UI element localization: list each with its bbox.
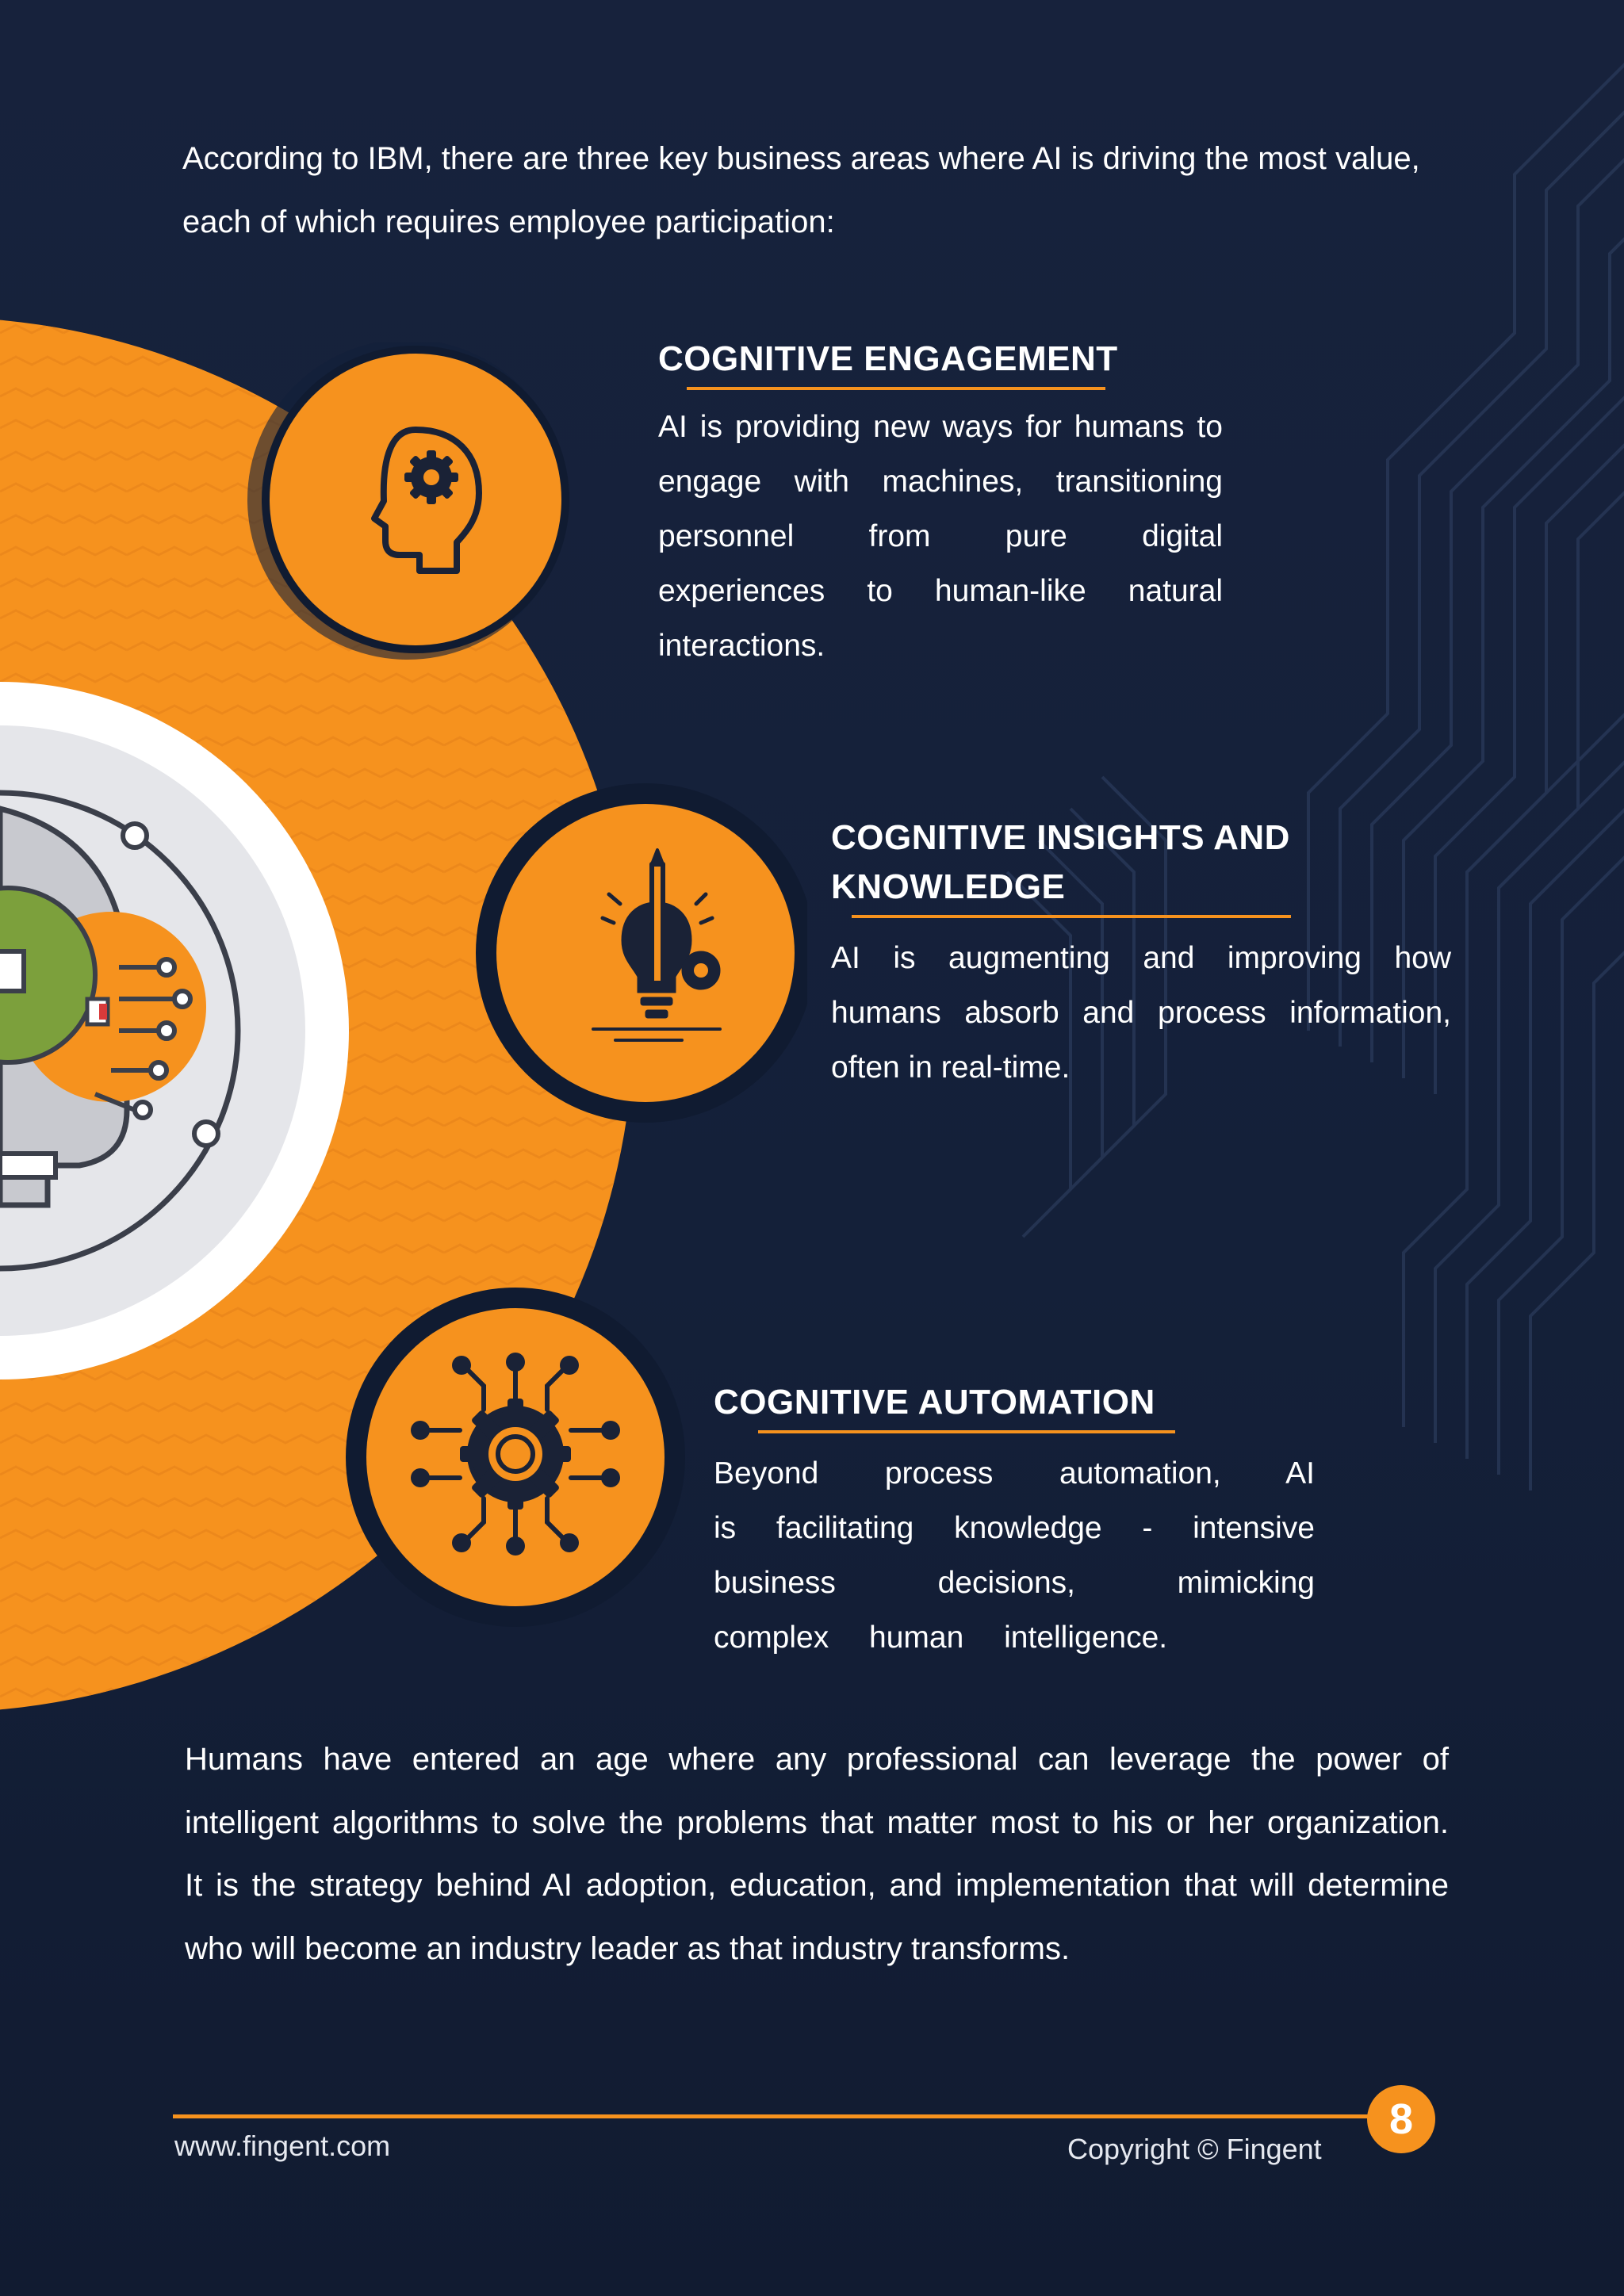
body-line: Beyond process automation, AI [714, 1456, 1315, 1490]
body-line: experiences to human-like natural [658, 574, 1223, 608]
cognitive-insights-badge [476, 783, 807, 1123]
footer-website-link[interactable]: www.fingent.com [174, 2130, 391, 2162]
title-underline [758, 1430, 1175, 1433]
circuit-background [1005, 63, 1624, 1490]
body-line: engage with machines, transitioning [658, 465, 1223, 499]
section-body: AI is augmenting and improving how human… [831, 931, 1451, 1095]
body-line: often in real-time. [831, 1050, 1071, 1085]
gear-network-icon [411, 1353, 620, 1556]
section-body: Beyond process automation, AI is facilit… [714, 1446, 1315, 1665]
body-line: business decisions, mimicking [714, 1566, 1315, 1600]
section-cognitive-insights: COGNITIVE INSIGHTS AND KNOWLEDGE AI is a… [831, 813, 1457, 1095]
section-title: KNOWLEDGE [831, 867, 1066, 906]
section-cognitive-automation: COGNITIVE AUTOMATION Beyond process auto… [714, 1378, 1324, 1665]
head-gear-icon [371, 427, 482, 574]
cognitive-engagement-badge [247, 342, 569, 660]
cognitive-automation-badge [346, 1288, 685, 1627]
section-title: COGNITIVE AUTOMATION [714, 1383, 1155, 1422]
closing-line: Humans have entered an age where any pro… [185, 1742, 1449, 1777]
section-title: COGNITIVE ENGAGEMENT [658, 339, 1118, 378]
section-cognitive-engagement: COGNITIVE ENGAGEMENT AI is providing new… [658, 335, 1229, 673]
body-line: interactions. [658, 629, 825, 663]
title-underline [852, 915, 1291, 918]
footer-copyright: Copyright © Fingent [1067, 2133, 1322, 2165]
closing-line: who will become an industry leader as th… [185, 1931, 1071, 1966]
body-line: AI is providing new ways for humans to [658, 410, 1223, 444]
body-line: complex human intelligence. [714, 1621, 1168, 1655]
body-line: humans absorb and process information, [831, 996, 1451, 1030]
footer-rule [173, 2114, 1394, 2118]
closing-line: intelligent algorithms to solve the prob… [185, 1804, 1449, 1840]
page-number-badge: 8 [1367, 2085, 1435, 2153]
intro-paragraph: According to IBM, there are three key bu… [182, 127, 1451, 254]
title-underline [687, 387, 1105, 390]
section-body: AI is providing new ways for humans to e… [658, 400, 1223, 673]
intro-line: each of which requires employee particip… [182, 205, 835, 239]
section-title: COGNITIVE INSIGHTS AND [831, 818, 1290, 857]
body-line: is facilitating knowledge - intensive [714, 1511, 1315, 1545]
lightbulb-pencil-gear-icon [592, 848, 722, 1042]
closing-line: It is the strategy behind AI adoption, e… [185, 1868, 1449, 1903]
body-line: AI is augmenting and improving how [831, 941, 1451, 975]
gear-icon [404, 450, 458, 504]
closing-paragraph: Humans have entered an age where any pro… [185, 1728, 1449, 1980]
intro-line: According to IBM, there are three key bu… [182, 141, 1420, 176]
body-line: personnel from pure digital [658, 519, 1223, 553]
